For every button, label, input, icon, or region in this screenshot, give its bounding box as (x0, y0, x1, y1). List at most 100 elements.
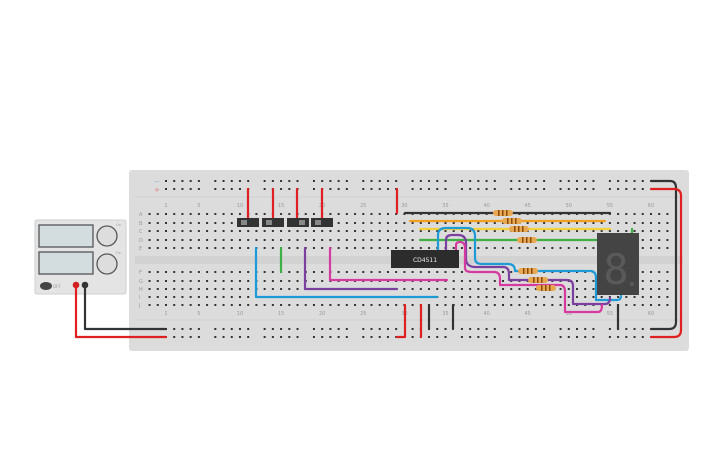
hole[interactable] (271, 247, 274, 249)
rail-hole[interactable] (280, 328, 283, 330)
hole[interactable] (460, 296, 463, 298)
rail-hole[interactable] (625, 188, 628, 190)
rail-hole[interactable] (230, 336, 233, 338)
hole[interactable] (222, 296, 225, 298)
hole[interactable] (296, 271, 299, 273)
hole[interactable] (378, 213, 381, 215)
hole[interactable] (321, 304, 324, 306)
rail-hole[interactable] (460, 336, 463, 338)
wire-black-rail[interactable] (649, 179, 678, 331)
rail-hole[interactable] (411, 336, 414, 338)
hole[interactable] (493, 288, 496, 290)
hole[interactable] (576, 222, 578, 224)
hole[interactable] (354, 222, 357, 224)
hole[interactable] (247, 230, 250, 232)
hole[interactable] (600, 222, 603, 224)
hole[interactable] (362, 213, 365, 215)
hole[interactable] (230, 304, 233, 306)
rail-hole[interactable] (567, 328, 570, 330)
hole[interactable] (649, 213, 652, 215)
rail-hole[interactable] (288, 336, 291, 338)
hole[interactable] (600, 296, 603, 298)
rail-hole[interactable] (362, 180, 365, 182)
rail-hole[interactable] (378, 180, 381, 182)
hole[interactable] (156, 247, 159, 249)
resistors[interactable] (493, 210, 556, 291)
rail-hole[interactable] (362, 328, 365, 330)
hole[interactable] (222, 288, 225, 290)
hole[interactable] (230, 288, 233, 290)
hole[interactable] (214, 296, 217, 298)
rail-hole[interactable] (181, 188, 184, 190)
rail-hole[interactable] (477, 328, 480, 330)
hole[interactable] (214, 304, 217, 306)
hole[interactable] (197, 239, 200, 241)
hole[interactable] (206, 296, 209, 298)
rail-hole[interactable] (197, 180, 200, 182)
hole[interactable] (477, 247, 480, 249)
rail-hole[interactable] (592, 328, 595, 330)
rail-hole[interactable] (345, 328, 348, 330)
hole[interactable] (460, 288, 463, 290)
hole[interactable] (354, 213, 357, 215)
rail-hole[interactable] (222, 180, 225, 182)
voltage-knob[interactable] (96, 225, 118, 247)
hole[interactable] (230, 296, 233, 298)
hole[interactable] (370, 222, 373, 224)
hole[interactable] (452, 288, 455, 290)
hole[interactable] (181, 222, 184, 224)
wire-pink[interactable] (328, 246, 449, 282)
rail-hole[interactable] (271, 180, 274, 182)
wire-red-rail[interactable] (649, 187, 683, 339)
hole[interactable] (345, 304, 348, 306)
hole[interactable] (238, 280, 241, 282)
hole[interactable] (403, 239, 406, 241)
hole[interactable] (370, 304, 373, 306)
rail-hole[interactable] (543, 328, 546, 330)
rail-hole[interactable] (428, 180, 431, 182)
rail-hole[interactable] (559, 180, 562, 182)
resistor[interactable] (493, 210, 513, 216)
hole[interactable] (649, 304, 652, 306)
hole[interactable] (247, 271, 250, 273)
hole[interactable] (206, 239, 209, 241)
hole[interactable] (329, 213, 332, 215)
rail-hole[interactable] (197, 328, 200, 330)
hole[interactable] (576, 288, 578, 290)
hole[interactable] (460, 230, 463, 232)
hole[interactable] (238, 230, 241, 232)
hole[interactable] (337, 271, 340, 273)
hole[interactable] (362, 247, 365, 249)
hole[interactable] (214, 271, 217, 273)
hole[interactable] (477, 280, 480, 282)
rail-hole[interactable] (370, 328, 373, 330)
negative-terminal[interactable] (81, 281, 89, 289)
rail-hole[interactable] (633, 336, 636, 338)
hole[interactable] (378, 247, 381, 249)
hole[interactable] (460, 280, 463, 282)
hole[interactable] (658, 239, 661, 241)
rail-hole[interactable] (378, 188, 381, 190)
rail-hole[interactable] (477, 188, 480, 190)
hole[interactable] (666, 247, 669, 249)
hole[interactable] (214, 280, 217, 282)
hole[interactable] (165, 247, 167, 249)
rail-hole[interactable] (296, 336, 299, 338)
hole[interactable] (395, 304, 398, 306)
hole[interactable] (534, 288, 537, 290)
hole[interactable] (345, 247, 348, 249)
rail-hole[interactable] (271, 336, 274, 338)
hole[interactable] (345, 213, 348, 215)
rail-hole[interactable] (386, 188, 389, 190)
rail-hole[interactable] (567, 180, 570, 182)
hole[interactable] (633, 296, 636, 298)
hole[interactable] (230, 271, 233, 273)
power-supply[interactable]: On On OFF (34, 219, 127, 295)
hole[interactable] (337, 304, 340, 306)
hole[interactable] (165, 271, 167, 273)
rail-hole[interactable] (247, 328, 250, 330)
rail-hole[interactable] (641, 188, 644, 190)
hole[interactable] (173, 304, 176, 306)
hole[interactable] (510, 296, 513, 298)
